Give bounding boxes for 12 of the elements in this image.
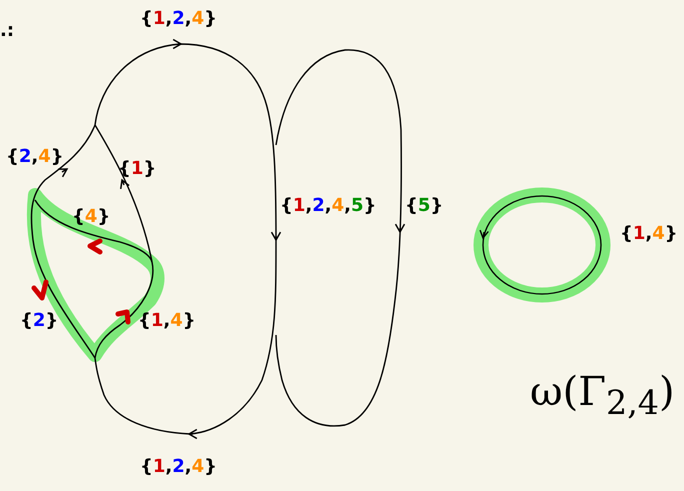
- set-label: {5}: [405, 197, 444, 215]
- formula: ω(Γ$_{2,4}$): [530, 372, 675, 420]
- set-label: {2,4}: [6, 148, 64, 166]
- set-label: {1}: [118, 160, 156, 178]
- punctuation-mark: .:: [0, 22, 14, 40]
- set-label: {1,2,4}: [140, 458, 217, 476]
- set-label: {1,2,4}: [140, 10, 217, 28]
- set-label: {1,4}: [620, 225, 678, 243]
- set-label: {4}: [72, 208, 110, 226]
- set-label: {1,2,4,5}: [280, 197, 376, 215]
- set-label: {2}: [20, 312, 58, 330]
- set-label: {1,4}: [138, 312, 196, 330]
